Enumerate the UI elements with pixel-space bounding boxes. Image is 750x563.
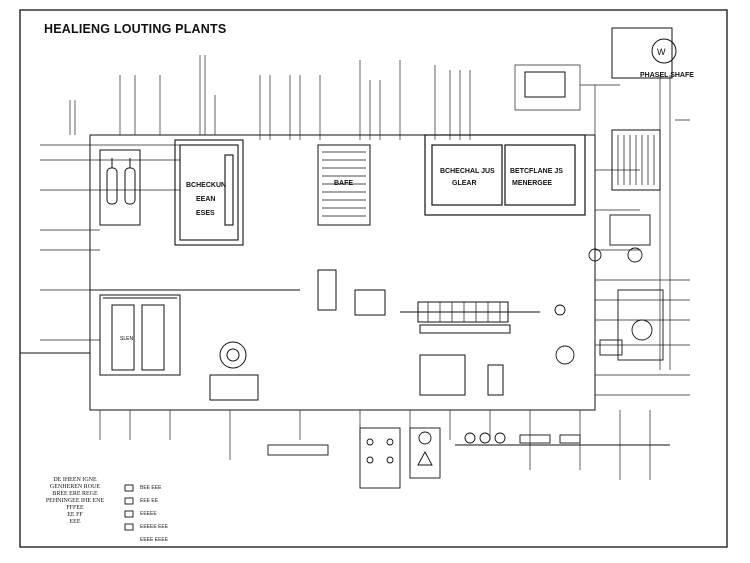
motor [219,341,247,369]
unit-left-label: BCHECHAL JUS [440,168,495,175]
vent-label: BAFE [334,180,354,187]
louvered-unit [611,129,661,191]
note-line: BREE ERE REGE [52,491,98,497]
note-line: GENHEREN ROUE [49,484,101,490]
relay-box [609,214,651,246]
pump-box [617,289,664,361]
page-title: HEALIENG LOUTING PLANTS [44,22,227,36]
note-line: PEHNINGEE IHE ENE FFFEE [45,498,105,511]
boiler-label: BCHECKUN [186,182,227,189]
legend-item: EEE EE [140,498,159,504]
note-line: EEE [69,519,81,525]
tank-label: SLEN [120,336,133,342]
outer-frame [19,9,728,548]
legend-item: BEE EEE [140,485,162,491]
legend-item: EEEE EEEE [140,537,169,543]
boiler-sub: EEAN [196,196,216,203]
unit-right-sub: MENERGEE [512,180,553,187]
svg-text:W: W [657,47,666,57]
meter-box [419,354,466,396]
main-bus-frame [89,134,596,411]
battery-tank [99,294,181,376]
unit-left-sub: GLEAR [452,180,477,187]
control-cabinet [424,134,586,216]
switch-panel [359,427,401,489]
note-line: DE IHEEN IGNE [53,477,97,483]
legend-item: EEEEE EEE [140,524,169,530]
fuse-column [99,149,141,226]
boiler-code: ESES [196,210,215,217]
vent-unit [317,144,371,226]
warning-panel [409,427,441,479]
heater-box [524,71,566,98]
logo-title: PHASEL SHAFE [640,72,694,79]
unit-right-label: BETCFLANE JS [510,168,563,175]
legend-item: EEEEE [140,511,157,517]
note-line: EE FF [67,512,83,518]
logo-mark [651,38,677,64]
bus-bar [400,301,540,334]
boiler-cabinet [174,139,244,246]
notes-block: DE IHEEN IGNE GENHEREN ROUE BREE ERE REG… [40,477,110,526]
